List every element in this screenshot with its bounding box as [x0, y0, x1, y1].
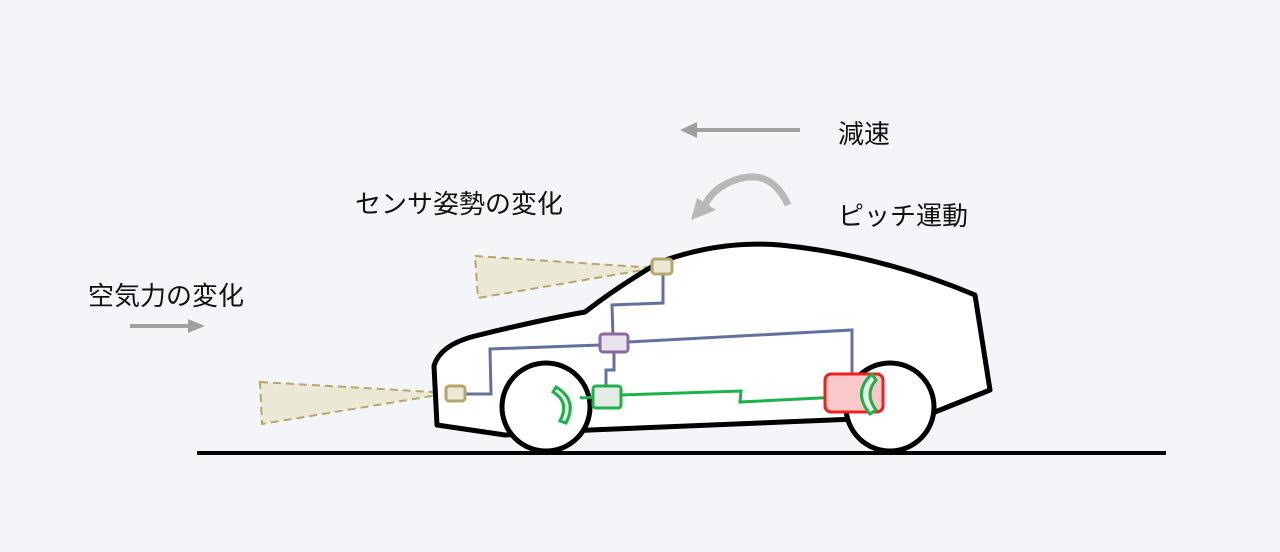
- wiring-rear: [627, 328, 854, 375]
- deceleration-label: 減速: [838, 120, 891, 150]
- brake-control-unit[interactable]: [591, 384, 623, 410]
- deceleration-arrow-icon: [680, 122, 800, 138]
- front-sensor-fov: [258, 380, 451, 426]
- wiring-brake: [604, 352, 616, 386]
- aero-force-label: 空気力の変化: [88, 282, 245, 312]
- sensor-attitude-label: センサ姿勢の変化: [355, 190, 564, 220]
- roof-sensor[interactable]: [650, 257, 674, 276]
- wiring-front: [462, 343, 601, 396]
- front-brake-caliper-icon: [550, 384, 572, 425]
- pitch-arrow-icon: [691, 173, 792, 220]
- rear-brake-caliper-icon: [860, 371, 879, 417]
- front-sensor[interactable]: [444, 384, 467, 403]
- ecu[interactable]: [598, 332, 630, 354]
- brake-line: [579, 389, 861, 404]
- pitch-motion-label: ピッチ運動: [838, 202, 969, 232]
- wiring-roof: [610, 268, 665, 339]
- roof-sensor-fov: [473, 254, 656, 300]
- aero-arrow-icon: [130, 319, 205, 333]
- front-wheel: [499, 360, 593, 454]
